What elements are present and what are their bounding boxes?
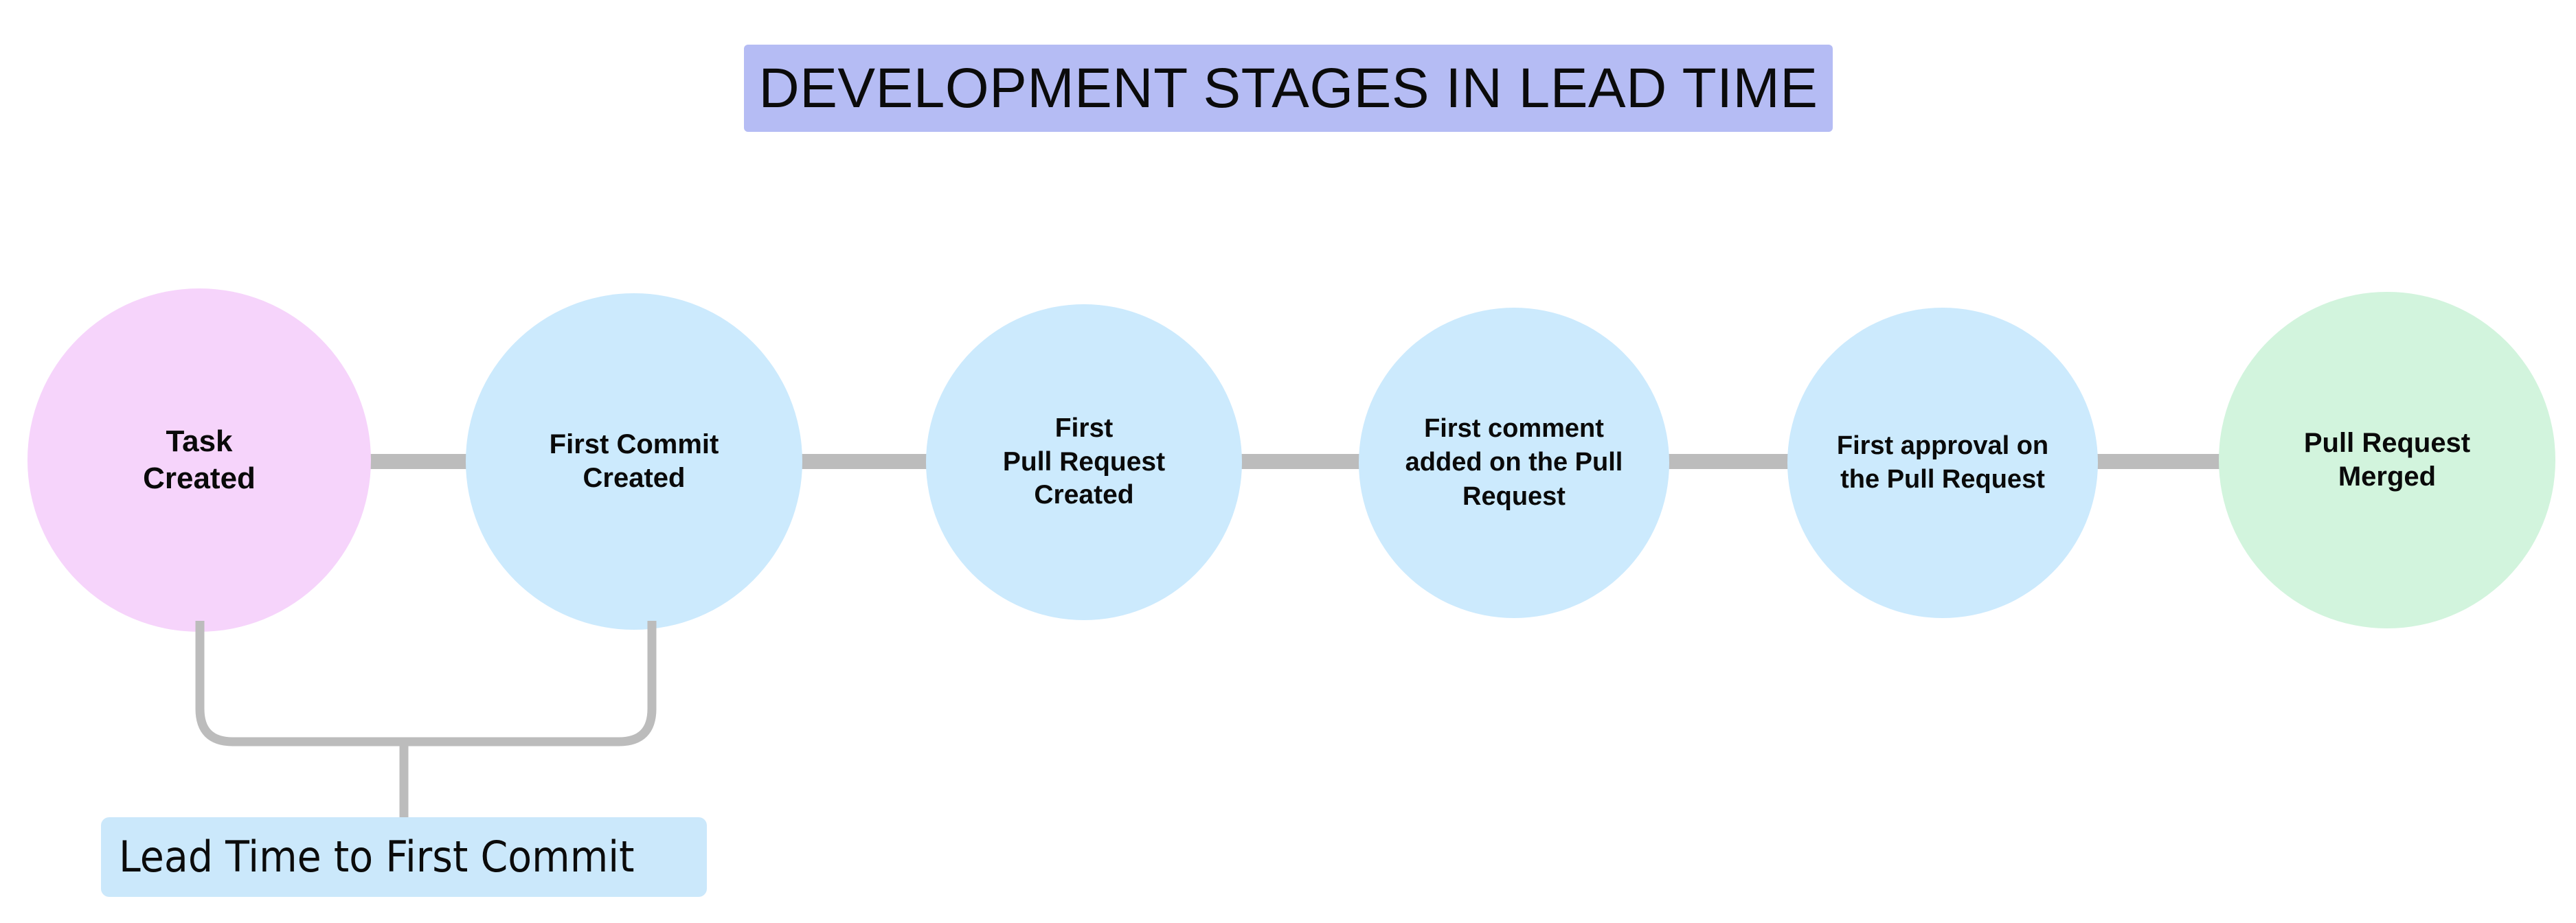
lead-time-annotation-box[interactable]: Lead Time to First Commit: [101, 817, 707, 897]
stage-node-first-approval[interactable]: First approval on the Pull Request: [1787, 308, 2098, 618]
lead-time-annotation-label: Lead Time to First Commit: [119, 832, 635, 882]
page-title-banner: DEVELOPMENT STAGES IN LEAD TIME: [744, 45, 1833, 132]
stage-connector-4-5: [1659, 454, 1796, 469]
stage-connector-3-4: [1232, 454, 1369, 469]
stage-connector-2-3: [791, 454, 936, 469]
stage-node-label: Pull Request Merged: [2303, 428, 2471, 492]
stage-node-label: Task Created: [143, 424, 256, 495]
stage-node-label: First Pull Request Created: [1002, 413, 1166, 510]
page-title: DEVELOPMENT STAGES IN LEAD TIME: [758, 56, 1818, 119]
stage-connector-5-6: [2088, 454, 2229, 469]
stage-node-pull-request-merged[interactable]: Pull Request Merged: [2219, 292, 2555, 628]
stage-node-first-comment-added[interactable]: First comment added on the Pull Request: [1359, 308, 1669, 618]
stage-node-label: First comment added on the Pull Request: [1405, 413, 1623, 511]
stage-node-first-commit-created[interactable]: First Commit Created: [466, 293, 802, 630]
stage-node-label: First Commit Created: [549, 429, 719, 493]
stage-node-first-pull-request-created[interactable]: First Pull Request Created: [926, 304, 1242, 620]
stage-node-label: First approval on the Pull Request: [1836, 431, 2049, 494]
stage-connector-1-2: [359, 454, 479, 469]
stage-node-task-created[interactable]: Task Created: [27, 288, 371, 632]
